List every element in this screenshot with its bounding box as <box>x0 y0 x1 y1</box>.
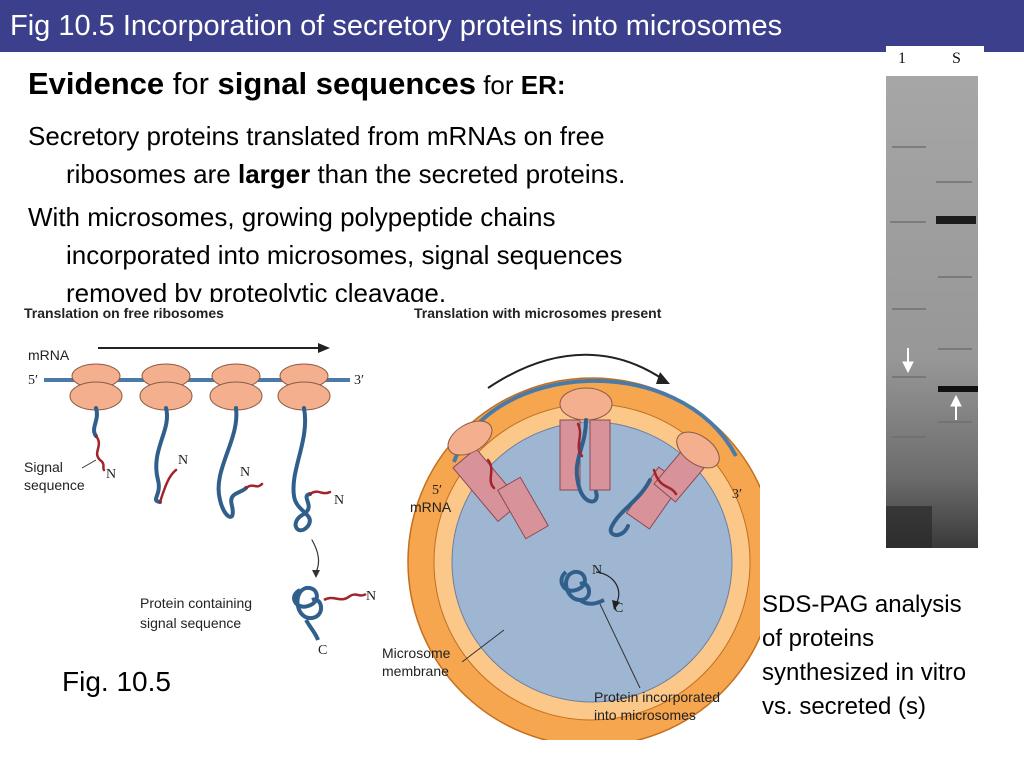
para2-line2: incorporated into microsomes, signal seq… <box>66 240 623 270</box>
protein-containing-label-2: signal sequence <box>140 615 241 631</box>
ribosome-2 <box>139 363 193 411</box>
paragraph-free-ribosomes: Secretory proteins translated from mRNAs… <box>28 117 828 193</box>
para1-line2: ribosomes are larger than the secreted p… <box>28 155 828 193</box>
protein-containing-label-1: Protein containing <box>140 595 252 611</box>
right-five-prime-label: 5′ <box>432 483 442 498</box>
para1-line2-pre: ribosomes are <box>66 159 238 189</box>
sds-page-gel <box>886 76 978 548</box>
heading-for-2: for <box>475 70 521 100</box>
ribosome-3 <box>209 363 263 411</box>
heading-er: ER: <box>520 70 566 100</box>
gel-lane-s-label: S <box>952 50 961 67</box>
paragraph-microsomes: With microsomes, growing polypeptide cha… <box>28 198 828 302</box>
right-panel-title: Translation with microsomes present <box>414 305 662 321</box>
gel-image <box>886 76 978 548</box>
five-prime-label: 5′ <box>28 373 38 388</box>
right-three-prime-label: 3′ <box>732 487 742 502</box>
ribosome-1 <box>69 363 123 411</box>
signal-label-1: Signal <box>24 459 63 475</box>
gel-lane-1-label: 1 <box>898 50 906 67</box>
ribosome-4 <box>277 363 331 411</box>
caption-line-1: SDS-PAG analysis <box>762 591 962 618</box>
caption-line-2: of proteins <box>762 625 875 652</box>
slide-heading: Evidence for signal sequences for ER: <box>28 66 566 102</box>
folded-protein-right <box>559 569 605 606</box>
para2-line3: removed by proteolytic cleavage. <box>66 278 447 302</box>
microsome-label-1: Microsome <box>382 645 451 661</box>
gel-band-s-upper <box>936 216 976 224</box>
para2-line1: With microsomes, growing polypeptide cha… <box>28 202 556 232</box>
n-label-5: N <box>366 589 376 604</box>
n-label-3: N <box>240 465 250 480</box>
slide-title: Fig 10.5 Incorporation of secretory prot… <box>10 10 783 42</box>
gel-caption: SDS-PAG analysis of proteins synthesized… <box>762 588 966 724</box>
caption-line-4: vs. secreted (s) <box>762 693 927 720</box>
para1-line1: Secretory proteins translated from mRNAs… <box>28 121 605 151</box>
title-bar: Fig 10.5 Incorporation of secretory prot… <box>0 0 1024 52</box>
c-label-1: C <box>318 643 327 658</box>
caption-line-3: synthesized in vitro <box>762 659 967 686</box>
para1-larger: larger <box>237 159 311 189</box>
n-label-2: N <box>178 453 188 468</box>
folded-protein-left <box>292 585 323 641</box>
heading-signal-sequences: signal sequences <box>217 66 476 101</box>
up-arrow-icon <box>950 394 962 420</box>
down-arrow-icon <box>902 348 914 374</box>
left-panel-title: Translation on free ribosomes <box>24 305 224 321</box>
signal-label-2: sequence <box>24 477 85 493</box>
para1-line2-post: than the secreted proteins. <box>310 159 626 189</box>
c-label-right: C <box>614 601 623 616</box>
right-mrna-label: mRNA <box>410 499 452 515</box>
translation-diagram: Translation on free ribosomes Translatio… <box>24 305 760 740</box>
heading-evidence: Evidence <box>28 66 165 101</box>
mrna-label: mRNA <box>28 347 70 363</box>
microsome-leader-line <box>461 629 505 663</box>
incorporated-label-1: Protein incorporated <box>594 689 720 705</box>
microsome-label-2: membrane <box>382 663 449 679</box>
incorporated-label-2: into microsomes <box>594 707 696 723</box>
cleavage-arrow-icon <box>612 600 620 610</box>
curved-direction-arrow-icon <box>656 372 670 384</box>
arrow-down-icon <box>312 570 320 578</box>
gel-label-panel: 1 S <box>886 46 984 76</box>
n-label-1: N <box>106 467 116 482</box>
n-label-4: N <box>334 493 344 508</box>
signal-leader-line <box>81 459 97 469</box>
incorporated-leader-line <box>599 603 641 689</box>
figure-label: Fig. 10.5 <box>62 666 171 697</box>
heading-for-1: for <box>164 66 218 101</box>
gel-band-s-lower <box>938 386 978 392</box>
mrna-direction-arrow-icon <box>318 343 330 353</box>
n-label-right: N <box>592 563 602 578</box>
three-prime-label: 3′ <box>354 373 364 388</box>
